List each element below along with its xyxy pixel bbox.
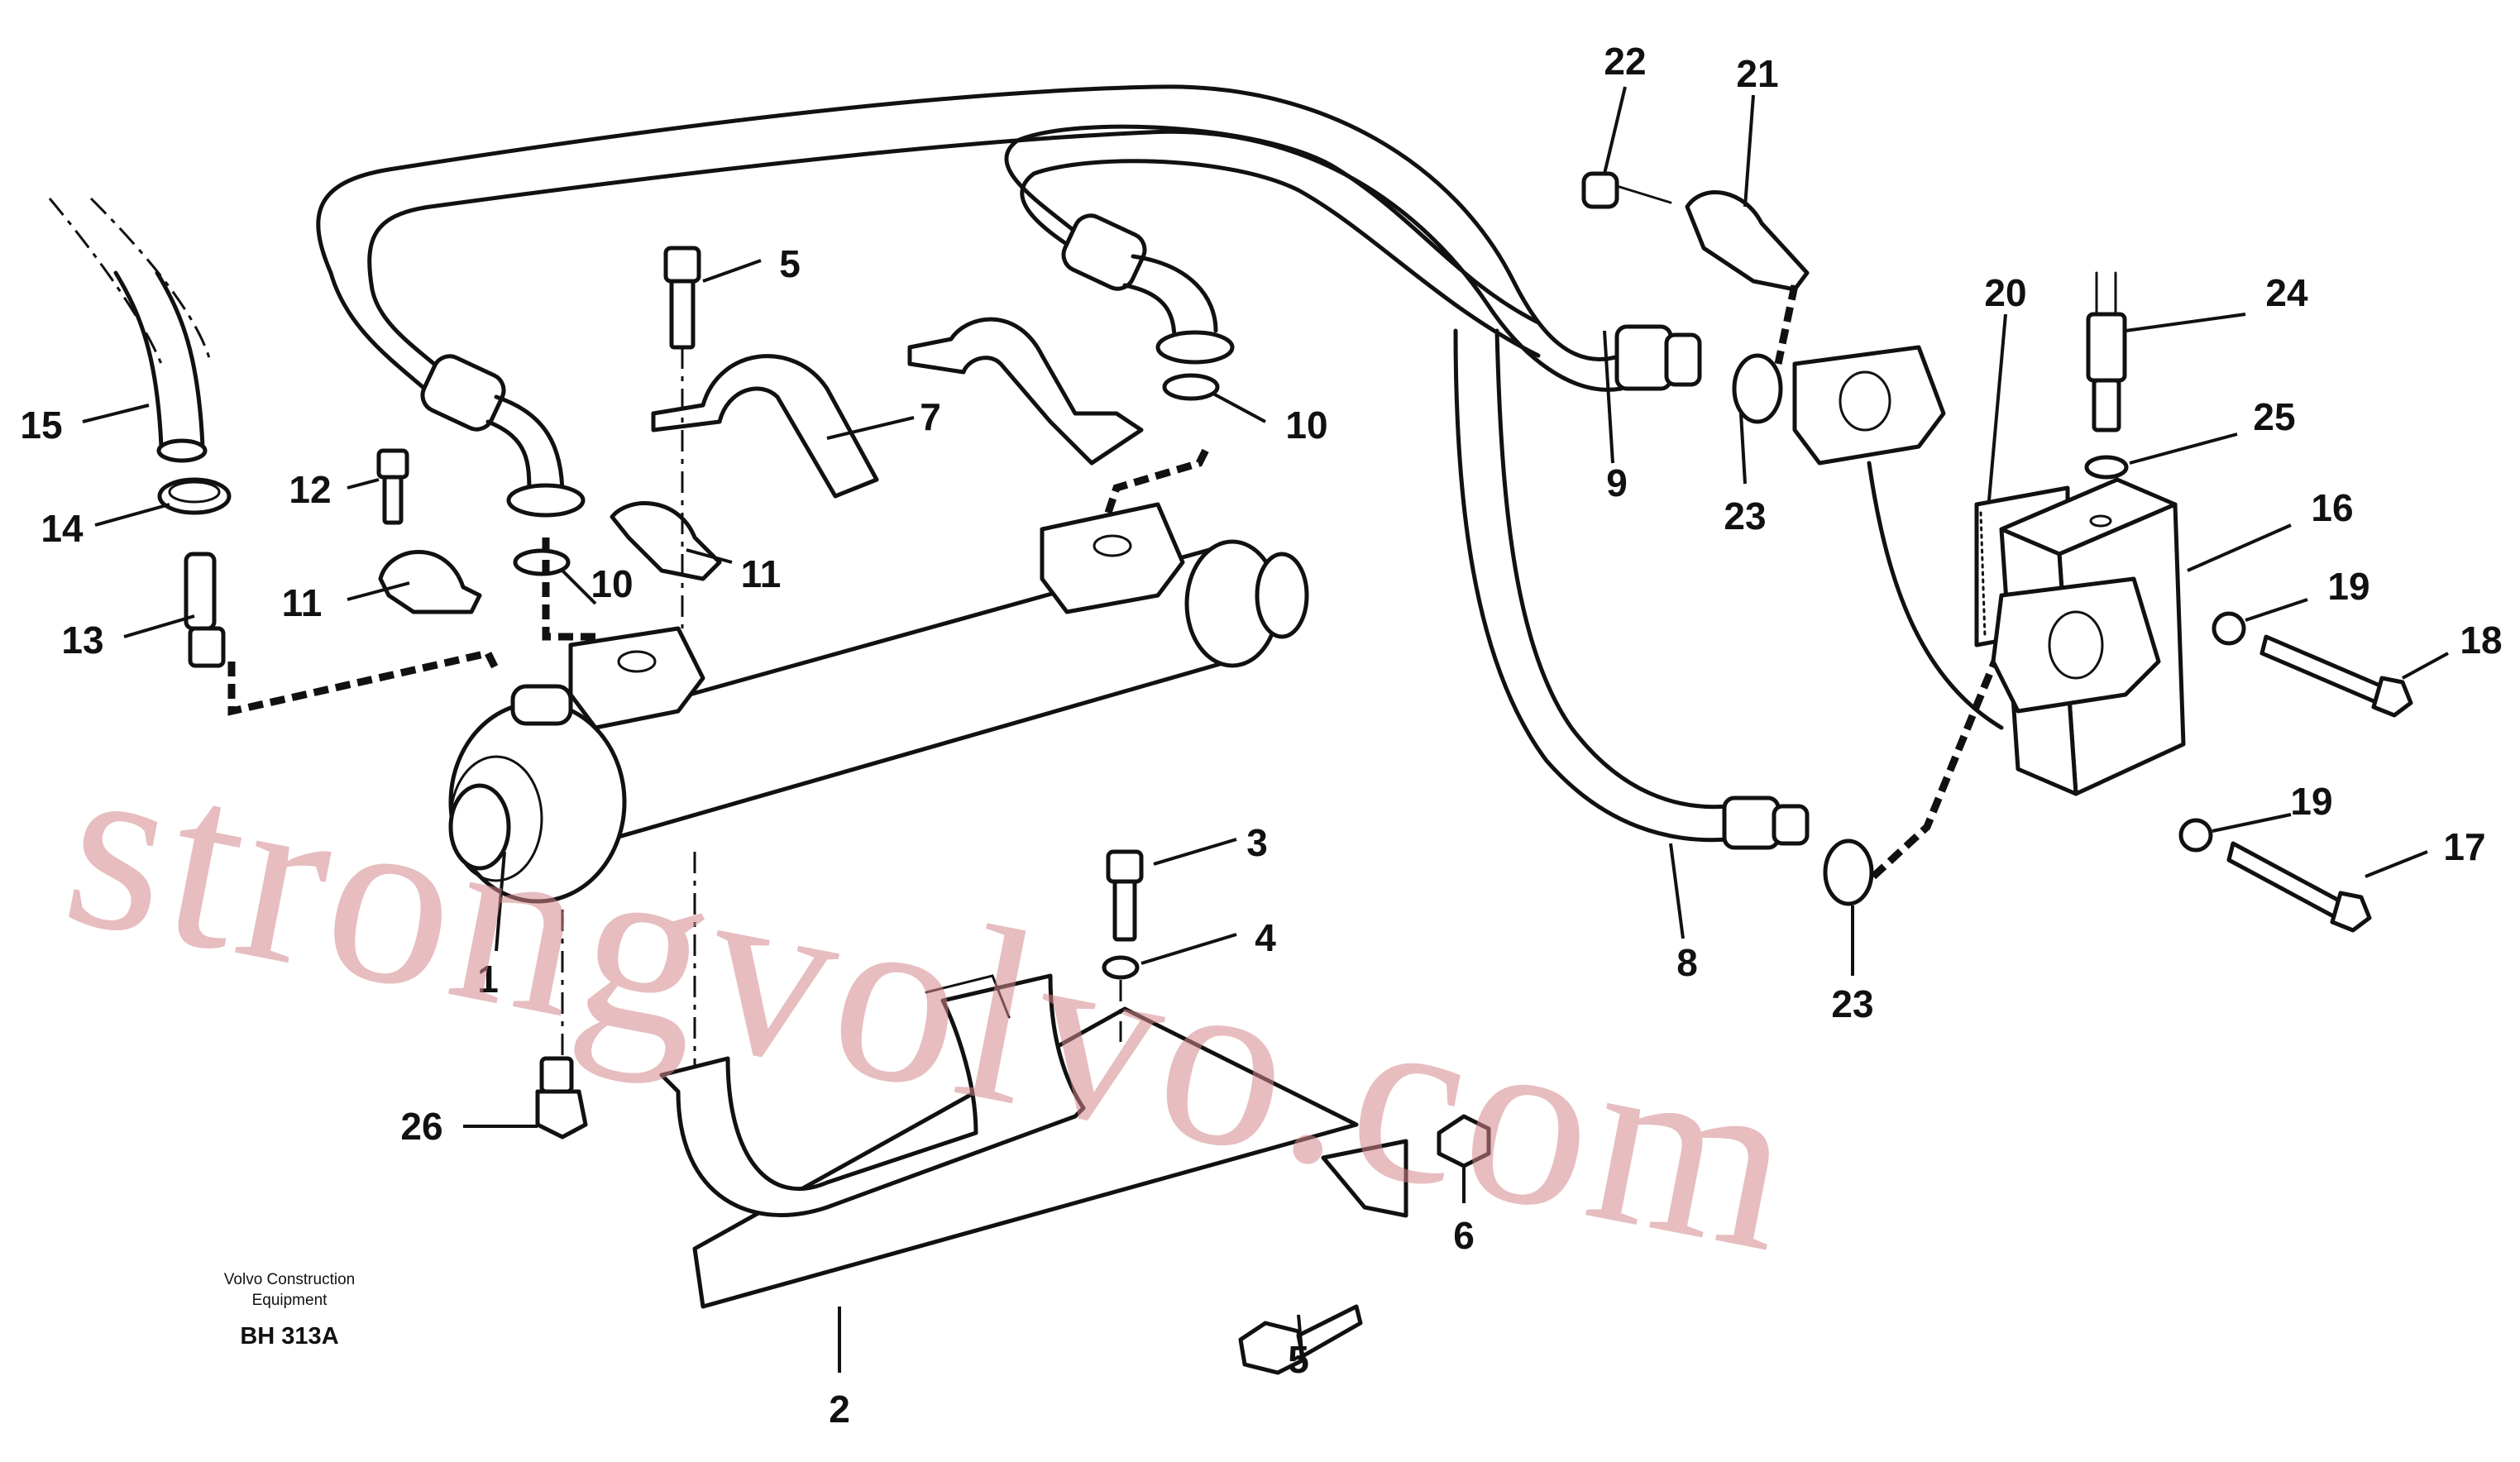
drawing-code: BH 313A	[240, 1323, 338, 1350]
nut-6	[1437, 1114, 1491, 1168]
cooler-flange-right	[1040, 502, 1185, 614]
drain-plug-26	[535, 1056, 588, 1140]
hose-9-fitting	[1614, 324, 1702, 391]
callout-1: 1	[477, 958, 499, 1001]
callout-20: 20	[1984, 271, 2026, 314]
washer-25	[2084, 455, 2129, 480]
o-ring-10-right	[1162, 373, 1220, 401]
washer-4	[1102, 955, 1140, 980]
elbow-left	[420, 354, 586, 518]
pipe-bend	[1867, 461, 2004, 730]
callout-labels: 1 2 3 4 5 5 6 7 8 9 10 10 11 11 12 13 14…	[20, 40, 2502, 1431]
cooler-flange-left	[568, 626, 705, 730]
callout-16: 16	[2311, 486, 2353, 529]
hose-clamp-14	[157, 477, 232, 515]
flange-lower	[1991, 576, 2161, 714]
bracket-2	[659, 973, 1408, 1309]
callout-6: 6	[1453, 1214, 1475, 1257]
clamp-11-right	[610, 501, 722, 581]
leader-lines	[82, 86, 2449, 1373]
drawing-caption: Volvo Construction Equipment BH 313A	[224, 1271, 355, 1350]
callout-4: 4	[1255, 916, 1276, 959]
callout-15: 15	[20, 404, 62, 447]
callout-24: 24	[2265, 271, 2308, 314]
callout-22: 22	[1604, 40, 1646, 83]
callout-8: 8	[1676, 941, 1698, 984]
callout-11-right: 11	[741, 552, 782, 595]
hose-8-fitting	[1722, 796, 1781, 850]
callout-7: 7	[920, 395, 941, 438]
callout-9: 9	[1606, 461, 1628, 504]
callout-18: 18	[2460, 619, 2502, 662]
caption-line-2: Equipment	[252, 1292, 328, 1309]
o-ring-10-left	[513, 548, 571, 576]
o-ring-23-lower	[1823, 838, 1874, 906]
callout-10-right: 10	[1285, 404, 1327, 447]
hose-15	[48, 197, 213, 463]
callout-3: 3	[1246, 821, 1268, 864]
routing-dashed-mid	[1104, 444, 1212, 514]
callout-26: 26	[400, 1105, 442, 1148]
routing-dashed-left	[227, 648, 500, 716]
callout-14: 14	[41, 507, 84, 550]
caption-line-1: Volvo Construction	[224, 1271, 355, 1288]
callout-10-left: 10	[591, 562, 633, 605]
callout-11-left: 11	[282, 581, 323, 624]
return-hose-upper	[316, 84, 1623, 399]
callout-23-upper: 23	[1724, 494, 1766, 538]
bolt-5-top	[663, 246, 701, 350]
hose-nipple-13	[184, 552, 226, 668]
callout-19-lower: 19	[2290, 780, 2332, 823]
clamp-7-left	[651, 354, 879, 499]
bolt-22	[1581, 171, 1672, 209]
callout-21: 21	[1736, 52, 1778, 95]
callout-25: 25	[2253, 395, 2295, 438]
washer-19-lower	[2178, 818, 2213, 853]
o-ring-23-upper	[1732, 353, 1783, 424]
callout-19-upper: 19	[2327, 565, 2369, 608]
callout-23-lower: 23	[1831, 982, 1873, 1025]
bolt-18	[2259, 634, 2413, 718]
callout-17: 17	[2443, 825, 2485, 868]
hose-8	[1453, 328, 1810, 850]
clamp-21	[1685, 190, 1810, 292]
washer-19-upper	[2212, 611, 2246, 646]
routing-dashed-left-flange	[542, 538, 595, 641]
clamp-11-left	[378, 550, 482, 614]
routing-dashed-top-right	[1774, 284, 1799, 365]
bolt-3	[1106, 849, 1144, 942]
flange-upper	[1792, 345, 1946, 466]
oil-cooler-1	[448, 539, 1309, 904]
callout-5-bottom: 5	[1288, 1338, 1309, 1381]
clamp-7-right	[907, 317, 1144, 466]
routing-dashed-lower-right	[1870, 643, 2006, 880]
sensor-24	[2086, 271, 2127, 432]
callout-13: 13	[61, 619, 103, 662]
bolt-12	[376, 448, 409, 525]
bolt-17	[2226, 841, 2372, 933]
callout-2: 2	[829, 1388, 850, 1431]
callout-5-top: 5	[779, 242, 801, 285]
callout-12: 12	[289, 468, 331, 511]
elbow-right	[1061, 213, 1235, 365]
